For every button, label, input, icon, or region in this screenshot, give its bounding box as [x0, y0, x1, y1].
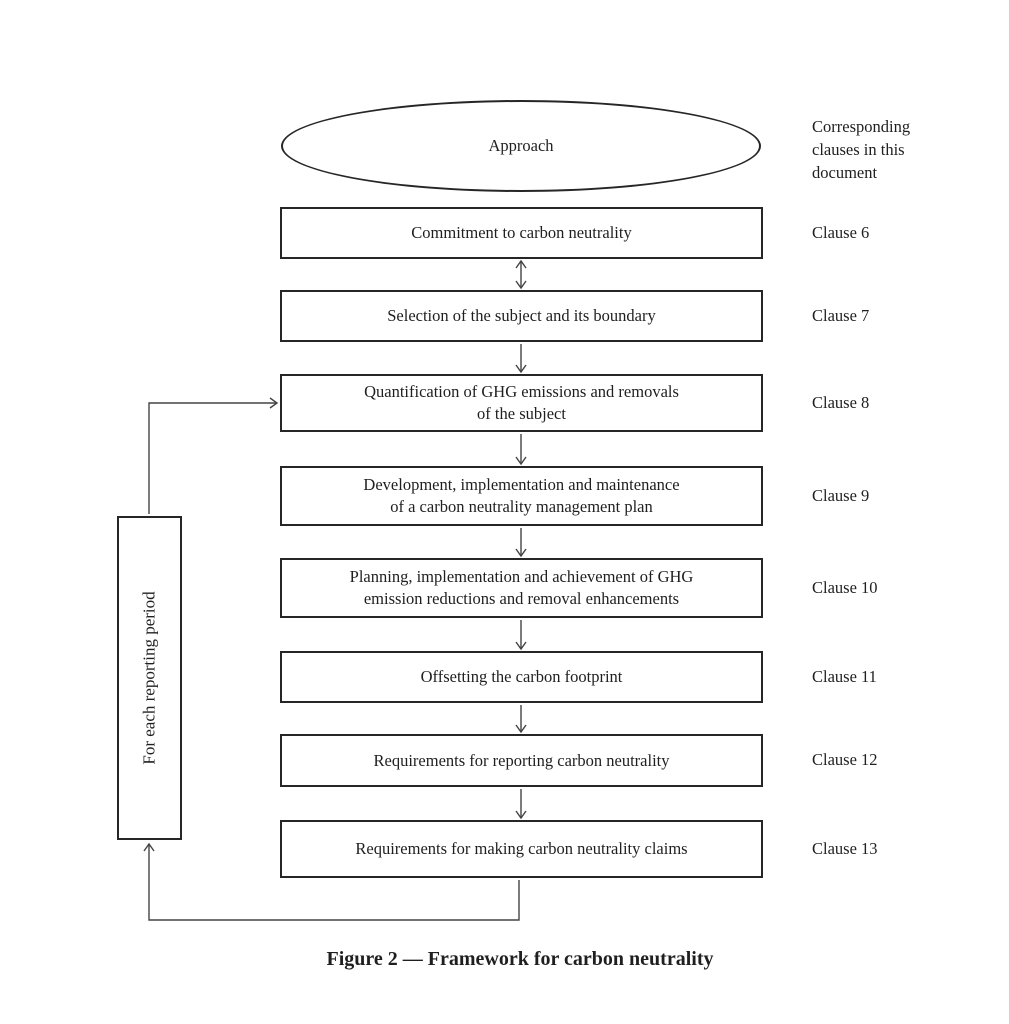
- flow-box-emission-reductions: Planning, implementation and achievement…: [280, 558, 763, 618]
- clause-label-8: Clause 8: [812, 393, 870, 412]
- arrow-reporting-claims: [515, 789, 527, 820]
- flow-box-selection: Selection of the subject and its boundar…: [280, 290, 763, 342]
- loop-line-to-quantification: [148, 397, 279, 514]
- flow-box-label: Offsetting the carbon footprint: [420, 667, 623, 687]
- clause-label-10: Clause 10: [812, 578, 878, 597]
- flow-box-label: Requirements for reporting carbon neutra…: [373, 750, 670, 770]
- flow-box-claims: Requirements for making carbon neutralit…: [280, 820, 763, 878]
- double-arrow-commitment-selection: [515, 259, 527, 290]
- reporting-period-label: For each reporting period: [139, 591, 159, 765]
- arrow-plan-reductions: [515, 528, 527, 558]
- flow-box-reporting: Requirements for reporting carbon neutra…: [280, 734, 763, 787]
- clauses-column-header: Corresponding clauses in this document: [812, 117, 911, 182]
- clause-label-13: Clause 13: [812, 839, 878, 858]
- flow-box-commitment: Commitment to carbon neutrality: [280, 207, 763, 259]
- loop-line-from-claims: [143, 842, 520, 921]
- flow-box-label: Development, implementation and maintena…: [363, 475, 680, 516]
- flow-box-offsetting: Offsetting the carbon footprint: [280, 651, 763, 703]
- flow-box-quantification: Quantification of GHG emissions and remo…: [280, 374, 763, 432]
- approach-label: Approach: [488, 136, 554, 156]
- flow-box-label: Selection of the subject and its boundar…: [387, 306, 656, 326]
- clause-label-11: Clause 11: [812, 667, 877, 686]
- approach-ellipse-node: Approach: [281, 100, 761, 192]
- flow-box-label: Planning, implementation and achievement…: [349, 567, 694, 608]
- arrow-reductions-offsetting: [515, 620, 527, 651]
- flow-box-label: Requirements for making carbon neutralit…: [355, 839, 688, 859]
- clause-label-9: Clause 9: [812, 486, 870, 505]
- flow-box-label: Quantification of GHG emissions and remo…: [364, 382, 679, 423]
- arrow-offsetting-reporting: [515, 705, 527, 734]
- clause-label-7: Clause 7: [812, 306, 870, 325]
- arrow-quantification-plan: [515, 434, 527, 466]
- flow-box-management-plan: Development, implementation and maintena…: [280, 466, 763, 526]
- reporting-period-loop-box: For each reporting period: [117, 516, 182, 840]
- figure-caption: Figure 2 — Framework for carbon neutrali…: [326, 948, 714, 970]
- clause-label-6: Clause 6: [812, 223, 870, 242]
- arrow-selection-quantification: [515, 344, 527, 374]
- flow-box-label: Commitment to carbon neutrality: [411, 223, 632, 243]
- clause-label-12: Clause 12: [812, 750, 878, 769]
